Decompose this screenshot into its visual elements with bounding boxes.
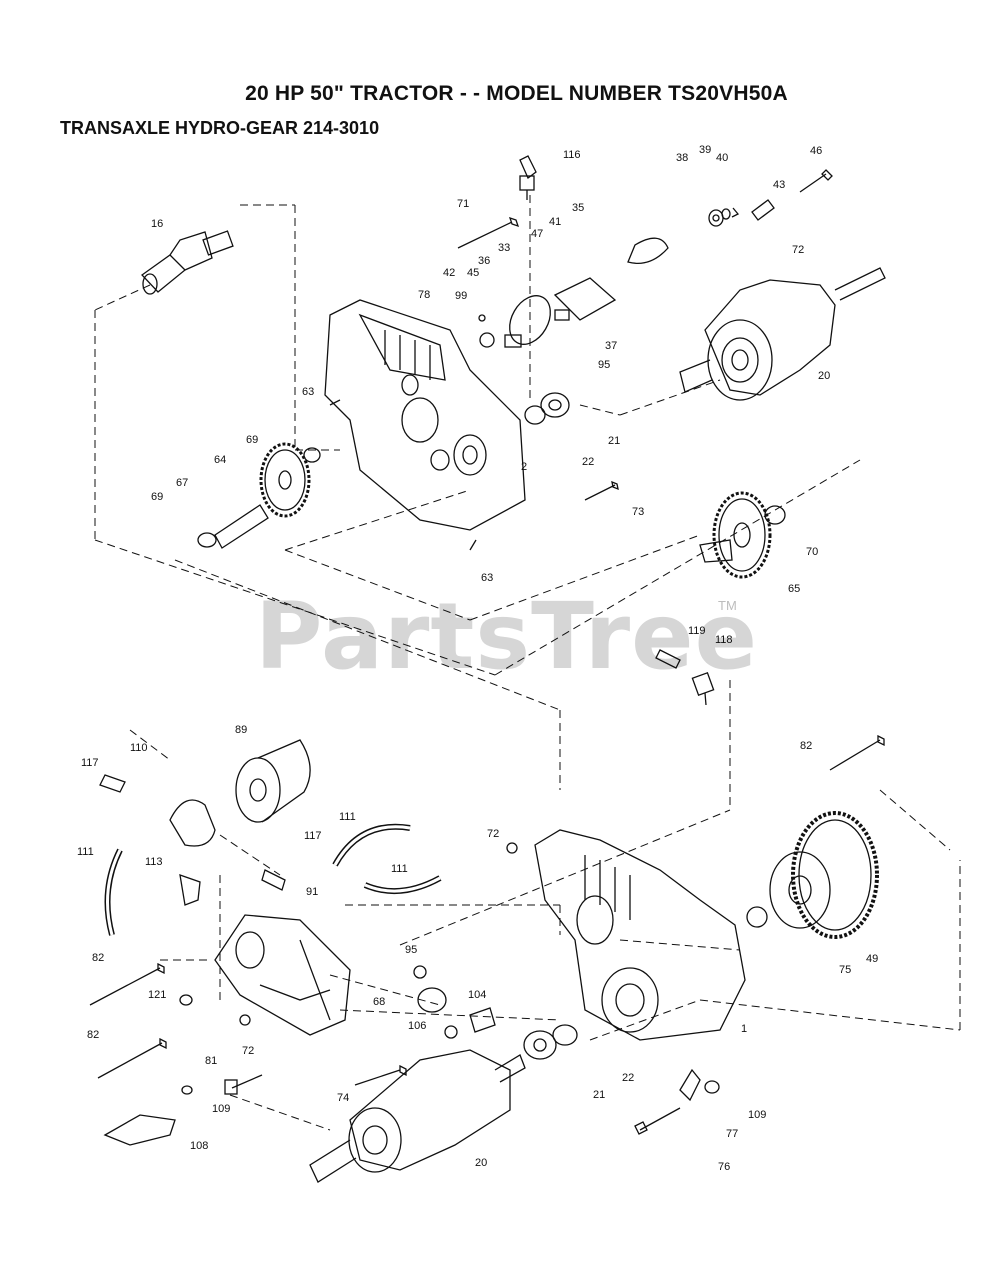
part-label: 69	[246, 434, 259, 446]
part-label: 45	[467, 267, 480, 279]
part-label: 78	[418, 289, 431, 301]
gear-64	[259, 442, 311, 518]
axle-housing-20-upper	[679, 267, 886, 401]
part-label: 117	[304, 830, 322, 842]
part-label: 65	[788, 583, 801, 595]
part-label: 41	[549, 216, 562, 228]
part-label: 64	[214, 454, 227, 466]
part-label: 21	[593, 1089, 606, 1101]
part-label: 121	[148, 989, 167, 1001]
part-label: 77	[726, 1128, 739, 1140]
part-label: 63	[302, 386, 315, 398]
part-label: 95	[598, 359, 611, 371]
part-label: 38	[676, 152, 689, 164]
part-label: 22	[622, 1072, 635, 1084]
part-label: 22	[582, 456, 595, 468]
part-label: 72	[792, 244, 805, 256]
part-label: 111	[391, 863, 408, 875]
part-label: 76	[718, 1161, 731, 1173]
part-label: 20	[818, 370, 831, 382]
part-label: 95	[405, 944, 418, 956]
part-label: 16	[151, 218, 164, 230]
fitting-116	[519, 155, 537, 200]
part-label: 39	[699, 144, 712, 156]
gear-49	[769, 811, 879, 939]
part-label: 106	[408, 1020, 427, 1032]
part-label: 109	[748, 1109, 767, 1121]
part-label: 117	[81, 757, 99, 769]
part-label: 104	[468, 989, 487, 1001]
part-label: 49	[866, 953, 879, 965]
part-label: 46	[810, 145, 823, 157]
lower-housing-1	[534, 829, 746, 1041]
part-label: 37	[605, 340, 618, 352]
part-label: 113	[145, 856, 163, 868]
part-label: 63	[481, 572, 494, 584]
part-label: 35	[572, 202, 585, 214]
part-label: 2	[521, 461, 528, 473]
part-label: 81	[205, 1055, 218, 1067]
gear-65	[699, 491, 772, 579]
diagram-title: 20 HP 50" TRACTOR - - MODEL NUMBER TS20V…	[245, 82, 788, 105]
part-label: 75	[839, 964, 852, 976]
part-label: 74	[337, 1092, 350, 1104]
upper-housing-2	[324, 299, 526, 531]
part-label: 82	[87, 1029, 100, 1041]
part-label: 33	[498, 242, 511, 254]
part-label: 42	[443, 267, 456, 279]
part-label: 111	[339, 811, 356, 823]
part-label: 110	[130, 742, 148, 754]
pump-91	[214, 914, 351, 1036]
part-label: 119	[688, 625, 706, 637]
diagram-subtitle: TRANSAXLE HYDRO-GEAR 214-3010	[60, 118, 380, 138]
part-label: 20	[475, 1157, 488, 1169]
part-label: 1	[741, 1023, 748, 1035]
part-label: 73	[632, 506, 645, 518]
part-label: 21	[608, 435, 621, 447]
part-label: 99	[455, 290, 468, 302]
part-label: 116	[563, 149, 581, 161]
part-label: 70	[806, 546, 819, 558]
part-label: 68	[373, 996, 386, 1008]
part-label: 47	[531, 228, 544, 240]
filter-89	[235, 739, 311, 823]
part-label: 36	[478, 255, 491, 267]
part-label: 118	[715, 634, 733, 646]
part-label: 82	[800, 740, 813, 752]
input-shaft-16	[141, 230, 234, 295]
part-label: 67	[176, 477, 189, 489]
part-label: 40	[716, 152, 729, 164]
part-label: 72	[487, 828, 500, 840]
watermark-logo: PartsTree	[255, 583, 758, 690]
watermark-trademark: TM	[718, 598, 737, 613]
part-label: 91	[306, 886, 319, 898]
part-label: 109	[212, 1103, 231, 1115]
part-label: 111	[77, 846, 94, 858]
part-label: 89	[235, 724, 248, 736]
axle-housing-20-lower	[309, 1049, 526, 1183]
part-label: 82	[92, 952, 105, 964]
part-label: 43	[773, 179, 786, 191]
part-label: 108	[190, 1140, 209, 1152]
part-label: 69	[151, 491, 164, 503]
part-label: 71	[457, 198, 470, 210]
part-label: 72	[242, 1045, 255, 1057]
